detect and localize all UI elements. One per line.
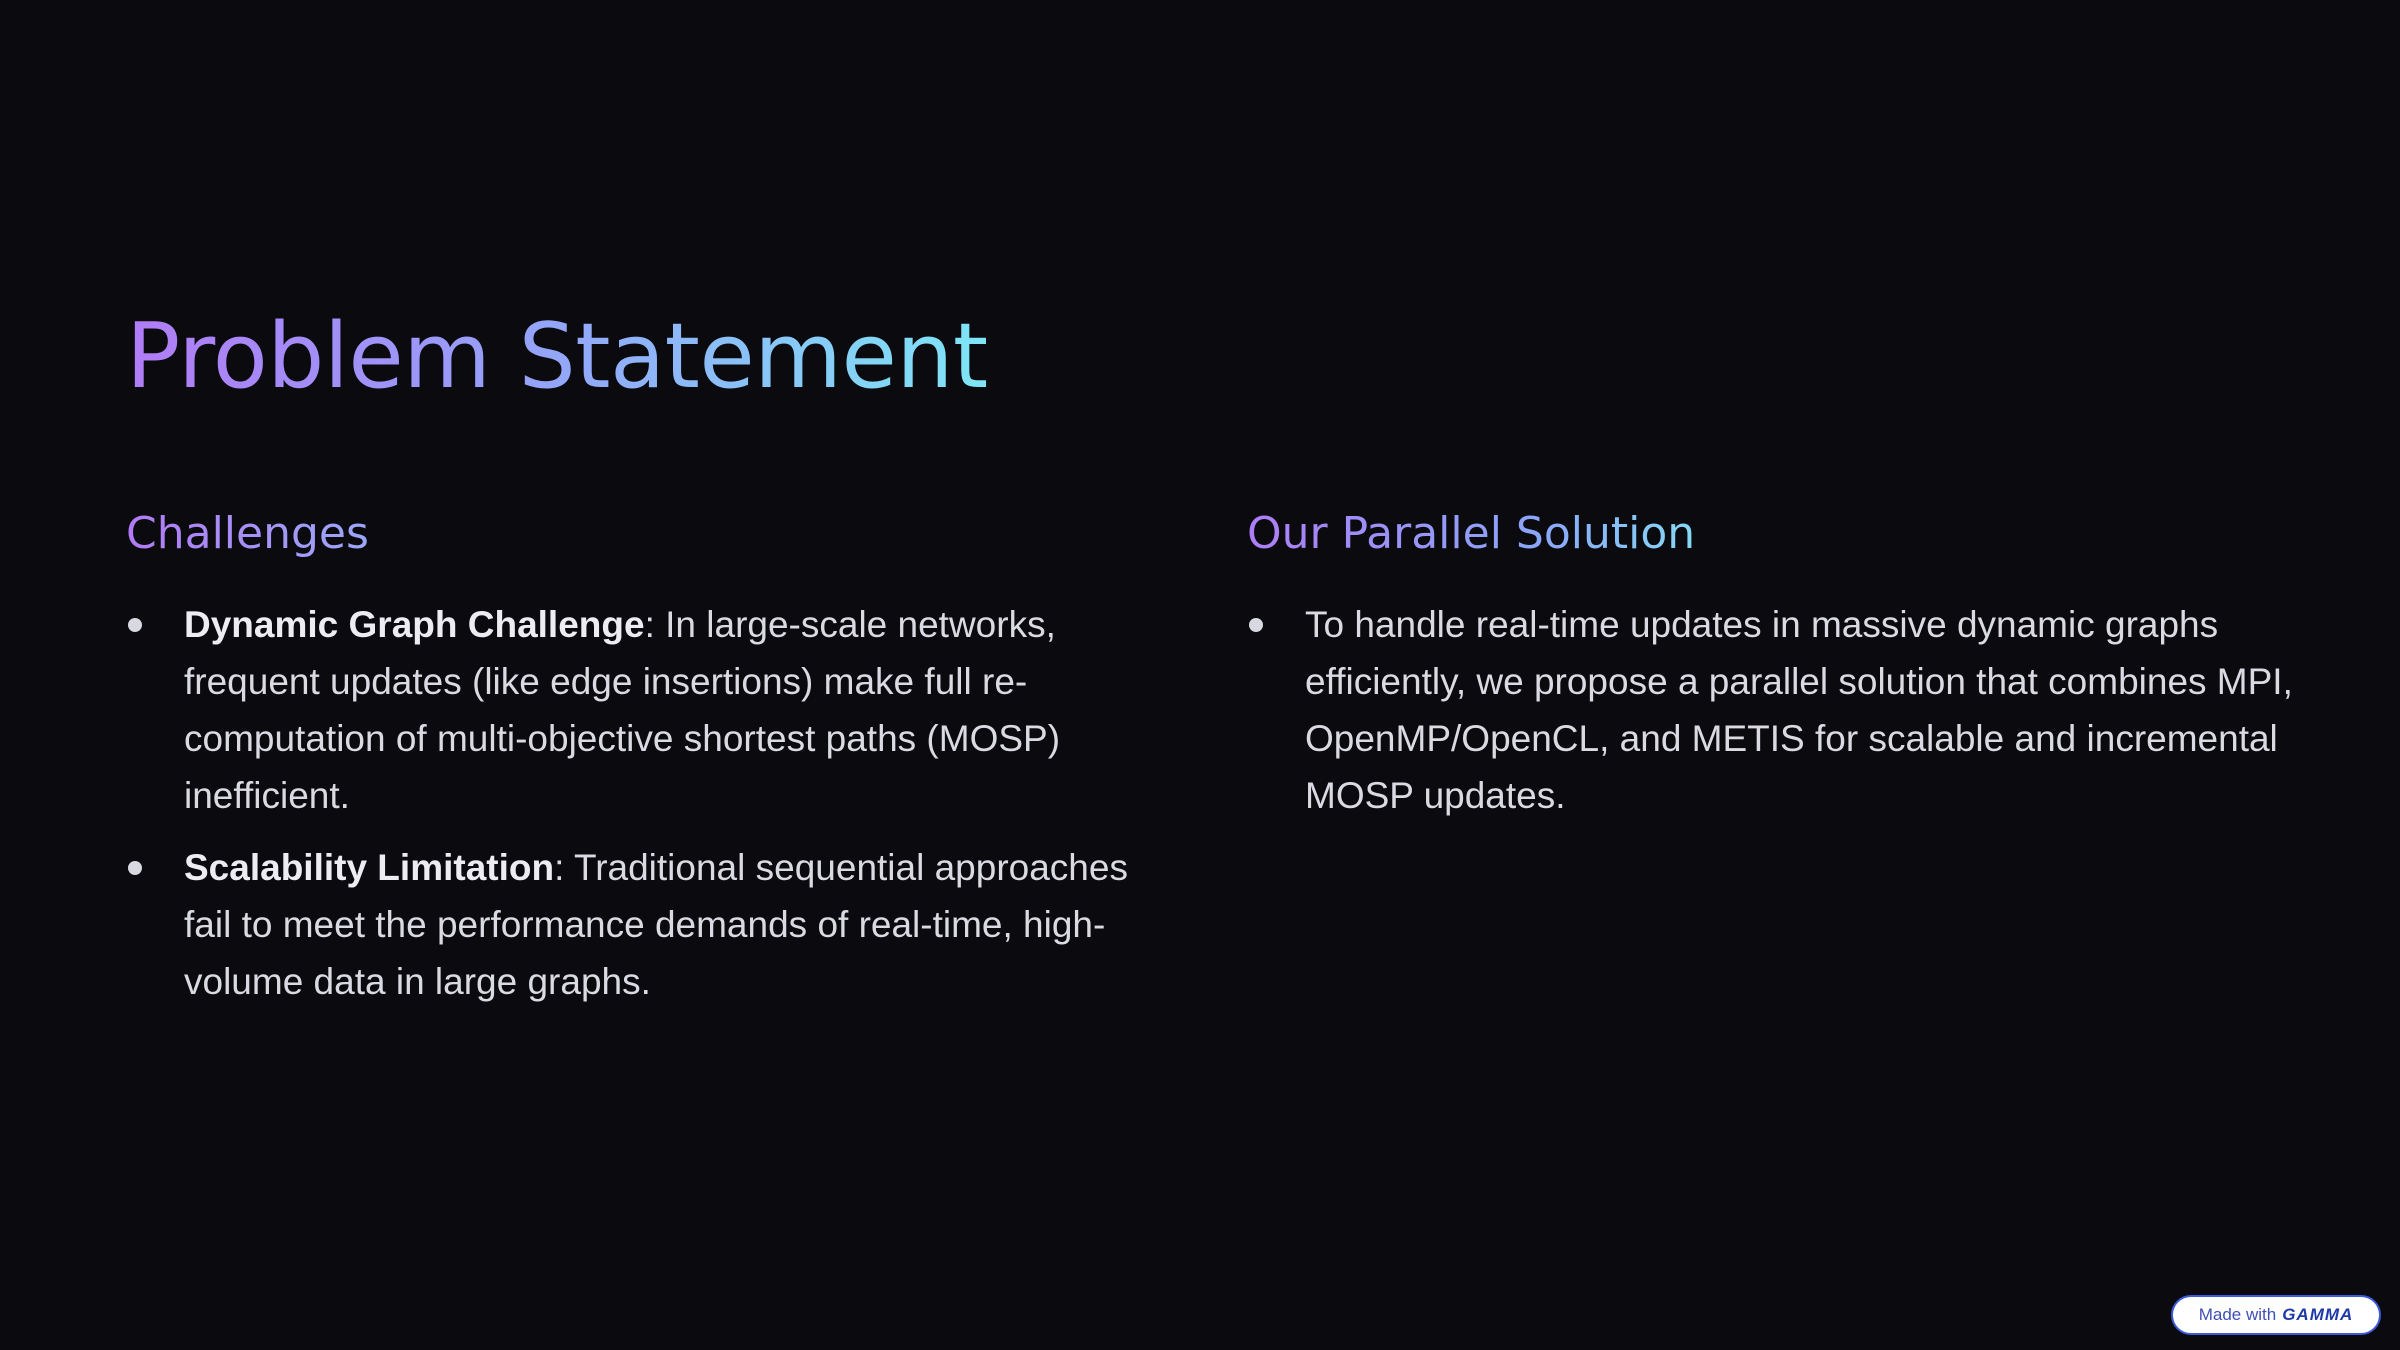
list-item: To handle real-time updates in massive d… xyxy=(1247,596,2297,824)
list-item: Scalability Limitation: Traditional sequ… xyxy=(126,839,1176,1010)
solution-heading: Our Parallel Solution xyxy=(1247,508,1696,559)
challenges-heading: Challenges xyxy=(126,508,369,559)
list-item: Dynamic Graph Challenge: In large-scale … xyxy=(126,596,1176,824)
bullet-bold-label: Scalability Limitation xyxy=(184,847,555,888)
solution-column: Our Parallel Solution To handle real-tim… xyxy=(1247,506,2297,839)
slide-title: Problem Statement xyxy=(126,304,988,409)
bullet-text: : Traditional sequential approaches fail… xyxy=(184,847,1128,1002)
bullet-text: To handle real-time updates in massive d… xyxy=(1305,604,2293,816)
bullet-bold-label: Dynamic Graph Challenge xyxy=(184,604,645,645)
challenges-list: Dynamic Graph Challenge: In large-scale … xyxy=(126,596,1176,1010)
gamma-logo: GAMMA xyxy=(2282,1305,2354,1324)
bullet-icon xyxy=(1249,618,1263,632)
bullet-icon xyxy=(128,861,142,875)
made-with-gamma-badge[interactable]: Made with GAMMA xyxy=(2171,1295,2381,1335)
bullet-text: : In large-scale networks, frequent upda… xyxy=(184,604,1061,816)
challenges-column: Challenges Dynamic Graph Challenge: In l… xyxy=(126,506,1176,1025)
solution-list: To handle real-time updates in massive d… xyxy=(1247,596,2297,824)
badge-prefix: Made with xyxy=(2198,1305,2277,1324)
bullet-icon xyxy=(128,618,142,632)
